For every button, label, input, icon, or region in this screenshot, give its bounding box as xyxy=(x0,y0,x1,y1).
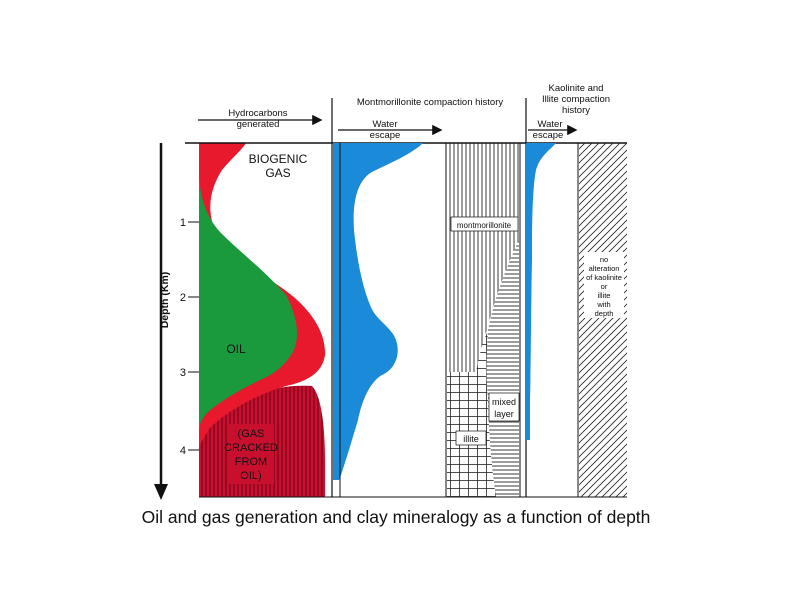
tick-label-3: 3 xyxy=(180,367,186,379)
illite-text: illite xyxy=(463,434,479,444)
kaolinite-panel xyxy=(526,143,627,497)
no-alteration-zone xyxy=(579,143,627,497)
gas-cracked-label: (GAS CRACKED FROM OIL) xyxy=(224,424,278,484)
montmorillonite-text: montmorillonite xyxy=(457,221,512,230)
montmorillonite-zone xyxy=(447,143,519,372)
biogenic-gas-line1: BIOGENIC xyxy=(249,152,308,166)
no-alteration-line6: with xyxy=(596,300,610,309)
header-kaolinite-line1: Kaolinite and xyxy=(549,83,604,94)
water-escape-1-line2: escape xyxy=(370,130,401,141)
tick-label-1: 1 xyxy=(180,217,186,229)
oil-zone xyxy=(199,175,298,428)
no-alteration-line5: illite xyxy=(598,291,611,300)
header-hydrocarbons: Hydrocarbons generated xyxy=(198,108,323,130)
header-water-escape-1: Water escape xyxy=(338,119,443,141)
depth-axis: Depth (Km) xyxy=(154,143,171,500)
gas-cracked-line4: OIL) xyxy=(240,470,261,482)
no-alteration-line1: no xyxy=(600,255,608,264)
no-alteration-label: no alteration of kaolinite or illite wit… xyxy=(584,252,624,318)
mixed-layer-line1: mixed xyxy=(492,397,516,407)
header-kaolinite-line2: Illite compaction xyxy=(542,94,610,105)
illite-zone xyxy=(447,330,496,497)
water-escape-2-line1: Water xyxy=(538,119,563,130)
depth-ticks: 1 2 3 4 xyxy=(180,217,200,457)
no-alteration-line4: or xyxy=(601,282,608,291)
water-escape-1-line1: Water xyxy=(373,119,398,130)
header-kaolinite-line3: history xyxy=(562,105,590,116)
oil-label: OIL xyxy=(226,342,246,356)
gas-cracked-line3: FROM xyxy=(235,456,267,468)
header-hydrocarbons-line1: Hydrocarbons xyxy=(228,108,287,119)
tick-label-4: 4 xyxy=(180,445,186,457)
header-hydrocarbons-line2: generated xyxy=(237,119,280,130)
montmorillonite-label: montmorillonite xyxy=(450,216,519,232)
no-alteration-line2: alteration xyxy=(589,264,620,273)
no-alteration-line3: of kaolinite xyxy=(586,273,622,282)
mixed-layer-zone xyxy=(485,240,519,497)
water-escape-profile-1 xyxy=(333,143,423,480)
no-alteration-line7: depth xyxy=(595,309,614,318)
header-water-escape-2: Water escape xyxy=(528,119,578,141)
mixed-layer-line2: layer xyxy=(494,409,514,419)
gas-cracked-line1: (GAS xyxy=(238,428,265,440)
illite-label: illite xyxy=(455,430,487,446)
mixed-layer-label: mixed layer xyxy=(488,392,520,422)
montmorillonite-panel xyxy=(333,98,527,497)
header-montmorillonite: Montmorillonite compaction history xyxy=(357,97,504,108)
water-escape-2-line2: escape xyxy=(533,130,564,141)
water-escape-profile-2 xyxy=(526,143,556,440)
tick-label-2: 2 xyxy=(180,292,186,304)
gas-cracked-line2: CRACKED xyxy=(224,442,278,454)
depth-axis-label: Depth (Km) xyxy=(159,272,171,329)
figure-caption: Oil and gas generation and clay mineralo… xyxy=(141,507,651,527)
biogenic-gas-line2: GAS xyxy=(265,166,290,180)
biogenic-gas-label: BIOGENIC GAS xyxy=(249,152,308,180)
header-kaolinite: Kaolinite and Illite compaction history xyxy=(542,83,610,116)
